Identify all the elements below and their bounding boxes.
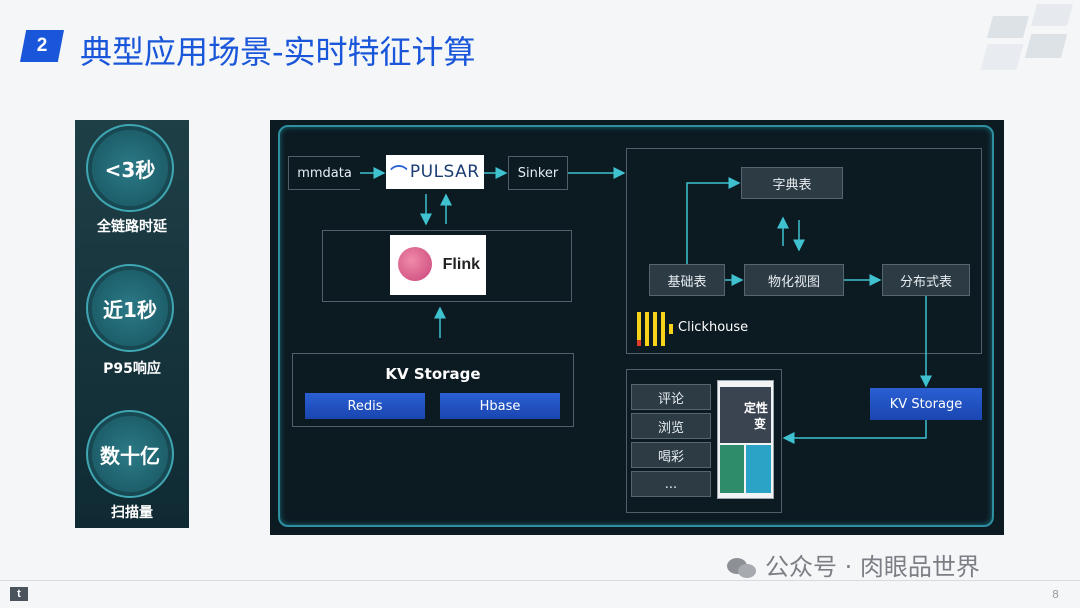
feature-browse: 浏览 — [631, 413, 711, 439]
feature-container — [626, 369, 782, 513]
metric-value: 近1秒 — [92, 270, 168, 346]
sinker-label: Sinker — [517, 165, 559, 181]
pulsar-logo: ⌒PULSAR — [386, 155, 484, 189]
flink-squirrel-icon — [398, 247, 432, 281]
kv-storage-title: KV Storage — [385, 365, 481, 383]
materialized-view-node: 物化视图 — [744, 264, 844, 296]
hbase-node: Hbase — [440, 393, 560, 419]
pulsar-mark-icon: ⌒ — [390, 164, 408, 185]
flink-label: Flink — [442, 256, 480, 273]
feature-cheer: 喝彩 — [631, 442, 711, 468]
feature-more: ... — [631, 471, 711, 497]
wechat-watermark: 公众号 · 肉眼品世界 — [727, 547, 980, 582]
page-number: 8 — [1052, 588, 1059, 601]
flink-logo: Flink — [390, 235, 486, 295]
dictionary-table-node: 字典表 — [741, 167, 843, 199]
kv-storage-right-node: KV Storage — [870, 388, 982, 420]
section-badge: 2 — [20, 30, 64, 62]
sinker-node: Sinker — [508, 156, 568, 190]
clickhouse-label: Clickhouse — [678, 319, 749, 335]
mmdata-label: mmdata — [297, 165, 352, 181]
app-screenshot: 定性 变 — [717, 380, 774, 499]
architecture-frame — [278, 125, 994, 527]
metric-label: P95响应 — [103, 361, 161, 377]
mmdata-node: mmdata — [288, 156, 360, 190]
redis-node: Redis — [305, 393, 425, 419]
phone-text-2: 变 — [754, 417, 767, 431]
pulsar-label: PULSAR — [409, 162, 480, 182]
wechat-icon — [727, 556, 757, 580]
clickhouse-container — [626, 148, 982, 354]
clickhouse-logo-icon — [637, 312, 673, 346]
flink-container — [322, 230, 572, 302]
kv-storage-left — [292, 353, 574, 427]
base-table-node: 基础表 — [649, 264, 725, 296]
metric-label: 扫描量 — [111, 505, 153, 521]
section-number: 2 — [36, 35, 48, 56]
phone-text-1: 定性 — [744, 401, 769, 415]
feature-comment: 评论 — [631, 384, 711, 410]
footer-divider — [0, 580, 1080, 581]
distributed-table-node: 分布式表 — [882, 264, 970, 296]
metrics-panel: <3秒 全链路时延 近1秒 P95响应 数十亿 扫描量 — [75, 120, 189, 528]
wechat-account: 公众号 · 肉眼品世界 — [765, 553, 980, 581]
page-title: 典型应用场景-实时特征计算 — [80, 33, 476, 71]
brand-logo-icon: t — [10, 587, 28, 601]
metric-value: <3秒 — [92, 130, 168, 206]
metric-value: 数十亿 — [92, 416, 168, 492]
metric-label: 全链路时延 — [97, 219, 167, 235]
